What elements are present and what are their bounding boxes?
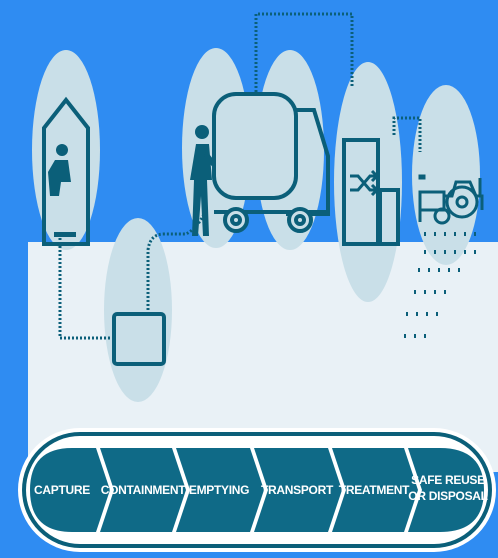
transport-label: TRANSPORT	[261, 483, 334, 497]
capture-label: CAPTURE	[34, 483, 90, 497]
treatment-label: TREATMENT	[339, 483, 410, 497]
safe-reuse-label-line1: SAFE REUSE	[411, 473, 485, 487]
safe-reuse-label-line2: OR DISPOSAL	[408, 489, 487, 503]
service-chain-bar: CAPTURE CONTAINMENT EMPTYING TRANSPORT T…	[18, 428, 496, 552]
containment-label: CONTAINMENT	[101, 483, 186, 497]
emptying-label: EMPTYING	[189, 483, 249, 497]
containment-circle	[104, 218, 172, 402]
